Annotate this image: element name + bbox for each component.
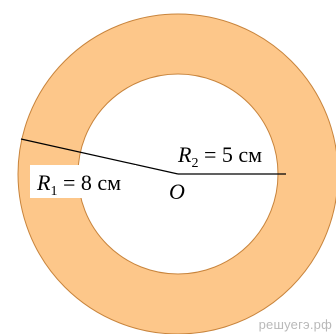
inner-radius-unit: см [233,142,262,167]
outer-radius-line [20,138,179,175]
outer-radius-label-box [30,165,136,198]
inner-radius-label: R2 = 5 см [177,142,262,171]
outer-radius-unit: см [92,170,121,195]
center-label: O [169,179,185,204]
watermark: решуегэ.рф [258,317,332,332]
outer-radius-label: R1 = 8 см [36,170,121,199]
outer-radius-value: 8 [81,170,92,195]
inner-radius-value: 5 [222,142,233,167]
outer-radius-symbol: R [36,170,51,195]
outer-radius-equals: = [57,170,80,195]
inner-radius-symbol: R [177,142,192,167]
center-label-text: O [169,179,185,204]
inner-radius-subscript: 2 [191,156,198,171]
outer-radius-subscript: 1 [50,184,57,199]
inner-radius-equals: = [198,142,221,167]
